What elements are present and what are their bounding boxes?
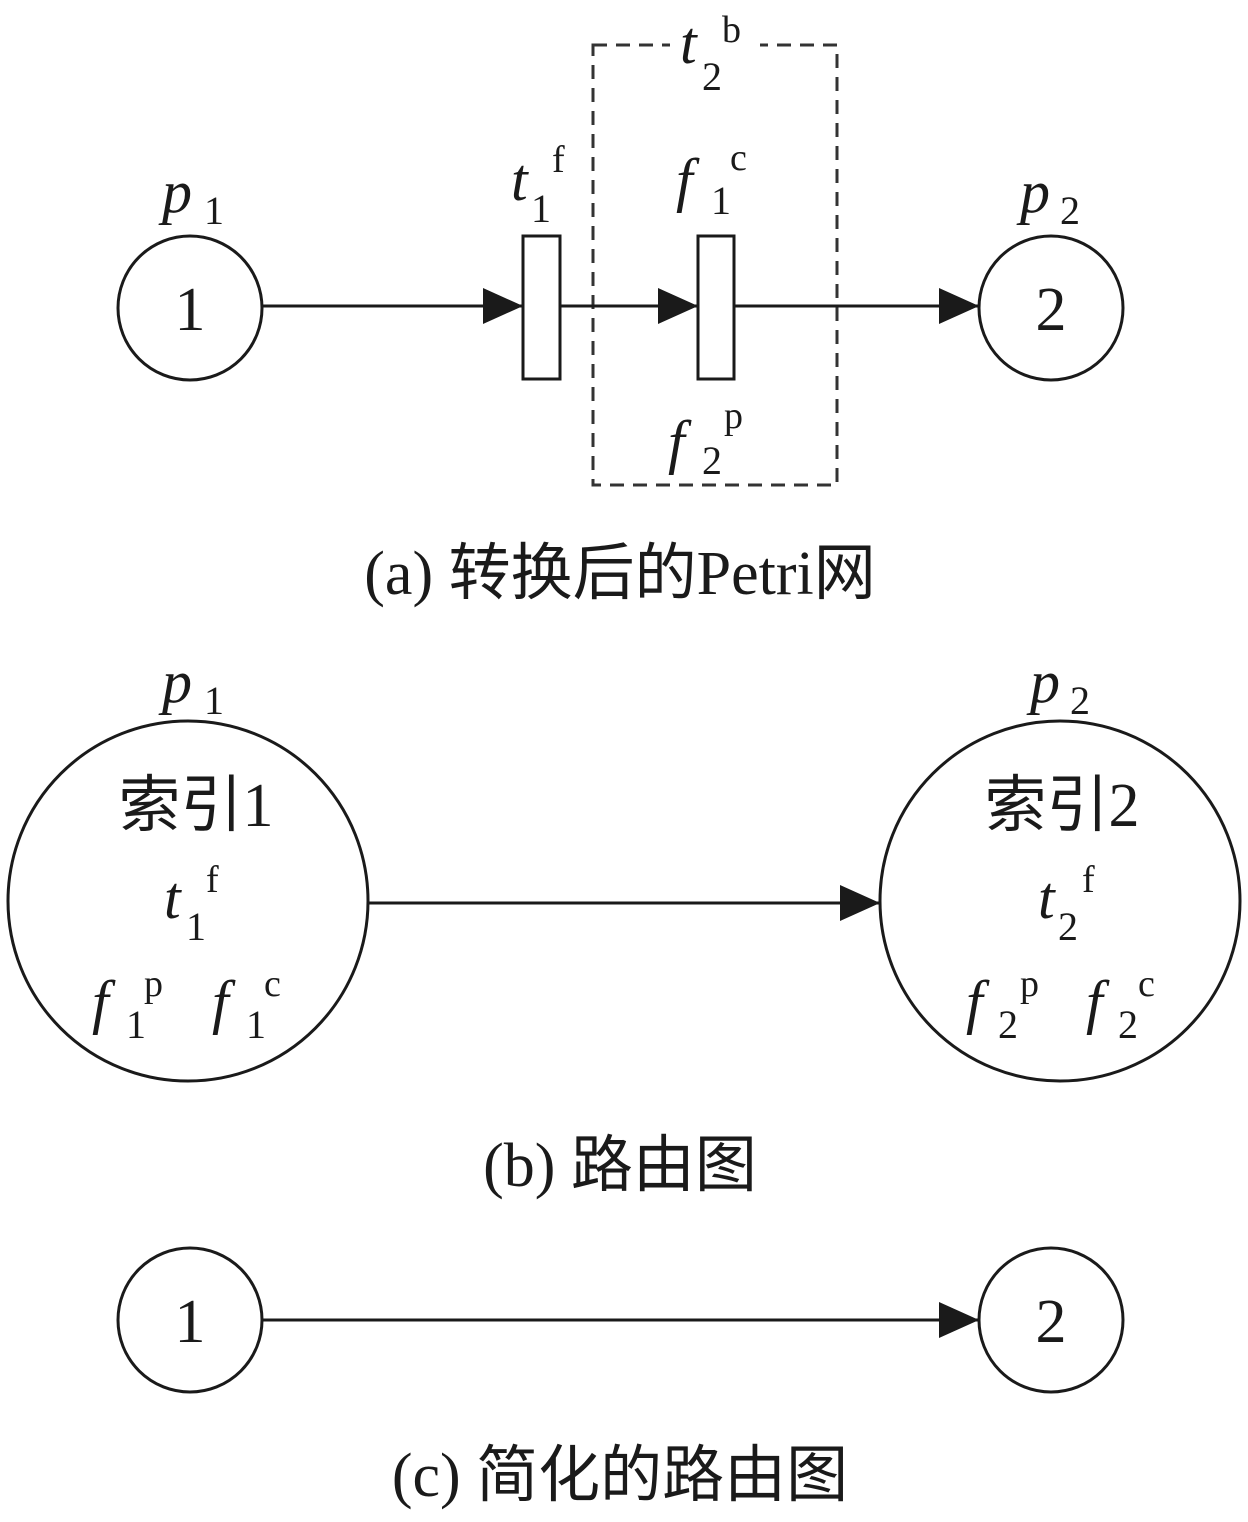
route-node-p2-index: 索引2 (984, 772, 1139, 840)
route-node-p2-fc-sup: c (1138, 963, 1155, 1005)
transition-t1f-sym: t (511, 147, 529, 213)
place-p1-sym: p (158, 159, 192, 225)
panel-b: p 1 索引1 t 1 f f 1 p f 1 c p 2 索引2 t 2 f … (6, 649, 1242, 1200)
simple-node-2-token: 2 (1036, 1288, 1067, 1356)
transition-f1c-sup: c (730, 137, 747, 179)
route-node-p1-t-sym: t (164, 865, 182, 931)
route-node-p2-sym: p (1026, 649, 1060, 715)
route-node-p1-fp-sup: p (144, 963, 163, 1005)
route-node-p2-fp-sup: p (1020, 963, 1039, 1005)
route-node-p1-fc-sup: c (264, 963, 281, 1005)
route-node-p2 (878, 719, 1242, 1083)
route-node-p1-t-sup: f (206, 859, 219, 901)
caption-a: (a) 转换后的Petri网 (364, 540, 875, 608)
panel-a: t 2 b 1 p 1 2 p 2 t 1 f f 1 c f 2 p (a) … (116, 9, 1125, 608)
place-p2-sym: p (1016, 159, 1050, 225)
caption-b: (b) 路由图 (483, 1132, 757, 1200)
route-node-p2-fc-sub: 2 (1118, 1002, 1138, 1047)
group-label-mask (670, 28, 760, 68)
place-p1-token: 1 (175, 276, 206, 344)
transition-f1c-sub: 1 (711, 178, 731, 223)
transition-t1f (521, 234, 562, 381)
place-p1-sub: 1 (204, 188, 224, 233)
route-node-p1-t-sub: 1 (186, 904, 206, 949)
group-t2b-sup: b (722, 9, 741, 51)
route-node-p1-index: 索引1 (118, 772, 273, 840)
route-node-p1 (6, 719, 370, 1083)
route-node-p2-t-sub: 2 (1058, 904, 1078, 949)
label-f2p-sup: p (724, 395, 743, 437)
route-node-p1-sub: 1 (204, 678, 224, 723)
caption-c: (c) 简化的路由图 (392, 1442, 848, 1510)
label-f2p-sub: 2 (702, 438, 722, 483)
label-f2p-sym: f (668, 409, 692, 475)
transition-f1c-sym: f (676, 147, 700, 213)
transition-f1c (696, 234, 736, 381)
transition-t1f-sup: f (552, 139, 565, 181)
place-p1 (116, 234, 264, 382)
route-node-p2-t-sup: f (1082, 859, 1095, 901)
transition-t1f-sub: 1 (531, 186, 551, 231)
place-p2 (977, 234, 1125, 382)
route-node-p1-fc-sub: 1 (246, 1002, 266, 1047)
route-node-p2-fp-sub: 2 (998, 1002, 1018, 1047)
route-node-p1-sym: p (158, 649, 192, 715)
place-p2-token: 2 (1036, 276, 1067, 344)
group-t2b-sub: 2 (702, 54, 722, 99)
group-t2b-sym: t (680, 10, 698, 76)
panel-c: 1 2 (c) 简化的路由图 (116, 1246, 1125, 1510)
route-node-p1-fp-sub: 1 (126, 1002, 146, 1047)
route-node-p2-t-sym: t (1038, 865, 1056, 931)
route-node-p2-sub: 2 (1070, 678, 1090, 723)
simple-node-1-token: 1 (175, 1288, 206, 1356)
place-p2-sub: 2 (1060, 188, 1080, 233)
